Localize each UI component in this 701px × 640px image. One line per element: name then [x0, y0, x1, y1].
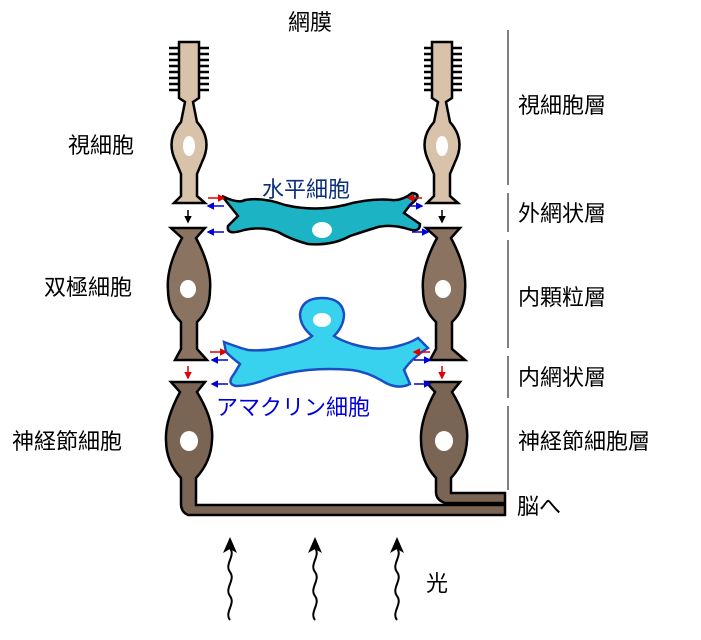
- amacrine-cell-label: アマクリン細胞: [216, 396, 371, 421]
- right-ganglion-nucleus: [435, 431, 453, 451]
- ganglion-cell-label: 神経節細胞: [12, 430, 123, 455]
- horizontal-cell-nucleus: [312, 222, 332, 238]
- horizontal-cell: [221, 191, 422, 246]
- bipolar-to-ganglion-arrows: [184, 366, 446, 380]
- left-photoreceptor-nucleus: [183, 136, 195, 156]
- bipolar-cell-label: 双極細胞: [44, 276, 133, 301]
- horizontal-cell-label: 水平細胞: [262, 178, 351, 203]
- amacrine-cell-nucleus: [313, 313, 331, 327]
- left-bipolar-nucleus: [180, 280, 196, 298]
- right-photoreceptor-cell: [423, 40, 462, 205]
- inhibitory-arrows: [206, 202, 432, 388]
- photoreceptor-layer-label: 視細胞層: [518, 94, 607, 119]
- photoreceptor-cell-label: 視細胞: [68, 134, 135, 159]
- left-ganglion-nucleus: [180, 431, 198, 451]
- to-brain-label: 脳へ: [517, 495, 562, 520]
- right-bipolar-nucleus: [435, 280, 451, 298]
- retina-title: 網膜: [288, 11, 333, 36]
- right-photoreceptor-nucleus: [436, 136, 448, 156]
- left-photoreceptor-cell: [170, 40, 209, 205]
- inner-plexiform-layer-label: 内網状層: [518, 366, 607, 391]
- light-label: 光: [426, 572, 449, 597]
- left-ganglion-cell: [164, 380, 507, 517]
- left-photoreceptor-disks: [169, 46, 209, 92]
- right-photoreceptor-disks: [424, 46, 462, 92]
- light-rays: [227, 547, 400, 621]
- inner-nuclear-layer-label: 内顆粒層: [518, 286, 607, 311]
- excitatory-arrows: [208, 194, 430, 356]
- ganglion-layer-label: 神経節細胞層: [518, 430, 651, 455]
- outer-plexiform-layer-label: 外網状層: [518, 202, 607, 227]
- right-ganglion-cell: [419, 380, 507, 505]
- light-ray-arrowheads: [223, 537, 404, 553]
- amacrine-cell: [222, 296, 430, 388]
- photoreceptor-to-bipolar-arrows: [184, 210, 446, 224]
